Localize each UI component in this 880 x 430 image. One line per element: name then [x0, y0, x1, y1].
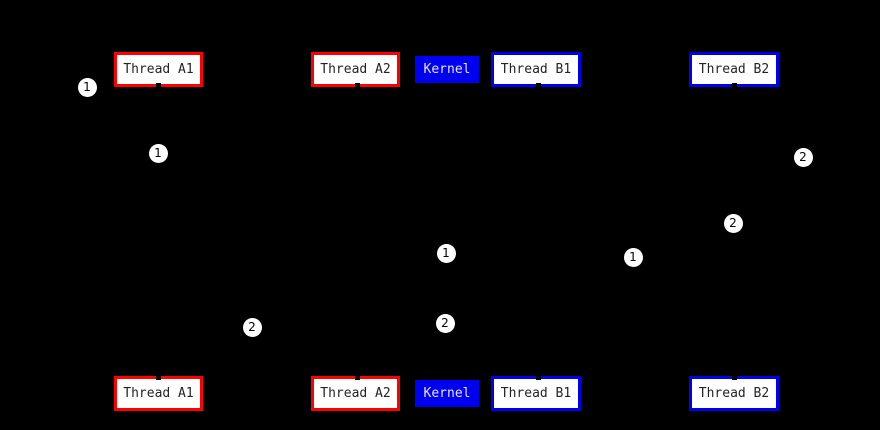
lifeline-notch-thread-b2-top — [731, 83, 737, 89]
participant-label: Thread B1 — [500, 62, 572, 77]
participant-label: Thread B1 — [500, 386, 572, 401]
step-marker-2: 2 — [435, 313, 455, 333]
lifeline-notch-thread-b1-top — [535, 83, 541, 89]
step-marker-1: 1 — [148, 143, 168, 163]
participant-kernel-top: Kernel — [415, 56, 479, 83]
participant-kernel-bottom: Kernel — [415, 380, 479, 407]
step-marker-2: 2 — [723, 213, 743, 233]
participant-thread-a1-top: Thread A1 — [114, 52, 203, 87]
participant-label: Thread A1 — [123, 62, 194, 77]
participant-label: Thread B2 — [698, 62, 770, 77]
participant-label: Thread A1 — [123, 386, 194, 401]
participant-label: Kernel — [423, 62, 471, 77]
step-marker-2: 2 — [242, 317, 262, 337]
participant-label: Kernel — [423, 386, 471, 401]
participant-thread-a1-bottom: Thread A1 — [114, 376, 203, 411]
participant-label: Thread A2 — [320, 62, 391, 77]
lifeline-notch-thread-a1-top — [155, 83, 161, 89]
lifeline-notch-thread-b2-bottom — [731, 374, 737, 380]
participant-label: Thread B2 — [698, 386, 770, 401]
step-marker-1: 1 — [623, 247, 643, 267]
lifeline-notch-thread-a1-bottom — [155, 374, 161, 380]
lifeline-notch-thread-a2-top — [354, 83, 360, 89]
participant-thread-b2-top: Thread B2 — [689, 52, 779, 87]
step-marker-1: 1 — [77, 77, 97, 97]
lifeline-notch-thread-b1-bottom — [535, 374, 541, 380]
participant-thread-a2-top: Thread A2 — [311, 52, 400, 87]
step-marker-2: 2 — [793, 147, 813, 167]
participant-thread-b1-bottom: Thread B1 — [491, 376, 581, 411]
participant-label: Thread A2 — [320, 386, 391, 401]
step-marker-1: 1 — [436, 243, 456, 263]
lifeline-notch-thread-a2-bottom — [354, 374, 360, 380]
